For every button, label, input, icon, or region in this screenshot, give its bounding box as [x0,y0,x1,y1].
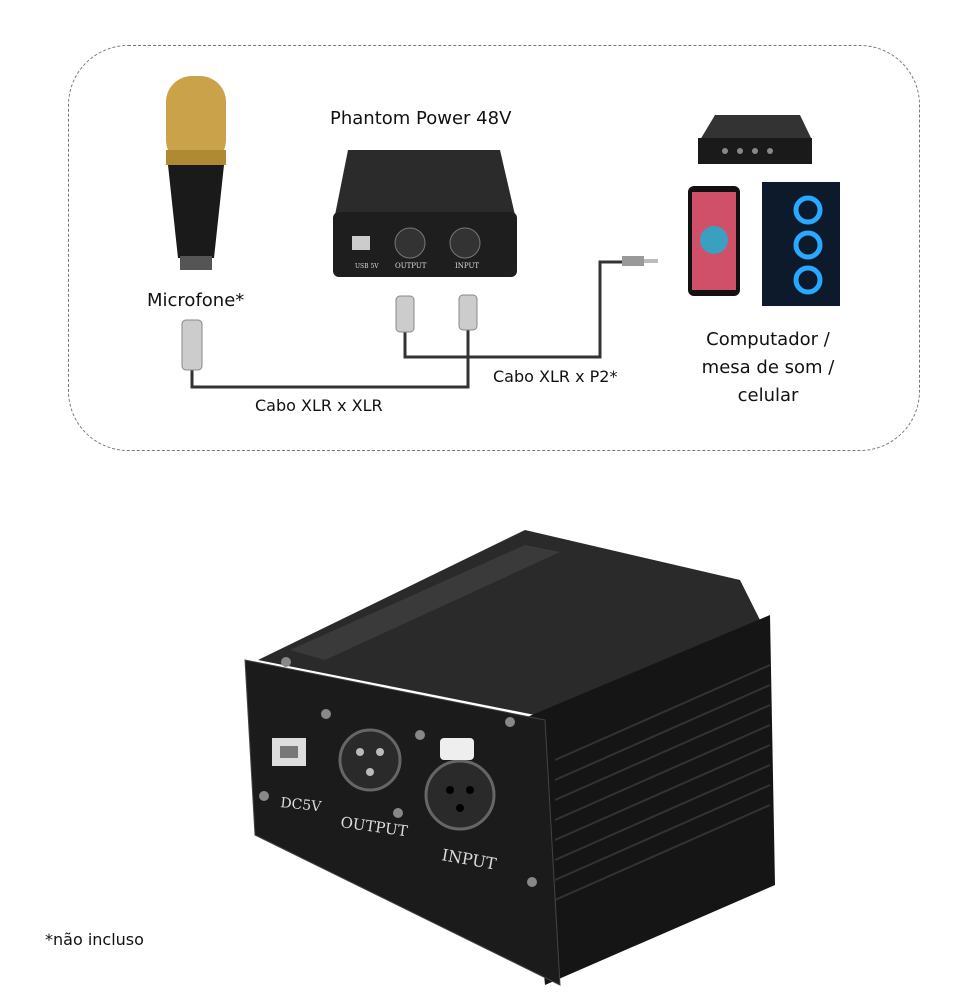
footnote: *não incluso [45,930,144,949]
microphone-label: Microfone* [147,290,245,311]
computer-label-line: mesa de som / [701,357,835,378]
cable-xlr-p2-label: Cabo XLR x P2* [493,367,618,386]
small-input-label: INPUT [455,262,479,270]
cable-xlr-xlr-label: Cabo XLR x XLR [255,396,383,415]
p2-plug-icon [622,256,658,266]
phantom-power-small-icon: USB 5V OUTPUT INPUT [333,150,517,277]
computer-tower-icon [762,182,840,306]
connection-diagram-frame [68,45,920,451]
xlr-plug-icon [181,294,478,371]
small-output-label: OUTPUT [395,262,427,270]
dc5v-label: DC5V [280,795,323,815]
microphone-icon [166,76,226,270]
smartphone-icon [688,186,740,296]
phantom-power-device-image: DC5V OUTPUT INPUT [244,530,775,986]
computer-label-line: Computador / [706,329,830,350]
small-usb-label: USB 5V [355,263,379,270]
cable-xlr-p2 [403,260,625,359]
computer-label-line: celular [737,385,799,406]
phantom-power-title: Phantom Power 48V [330,108,512,129]
computer-label: Computador / mesa de som / celular [680,326,856,410]
mixer-icon [698,115,812,164]
